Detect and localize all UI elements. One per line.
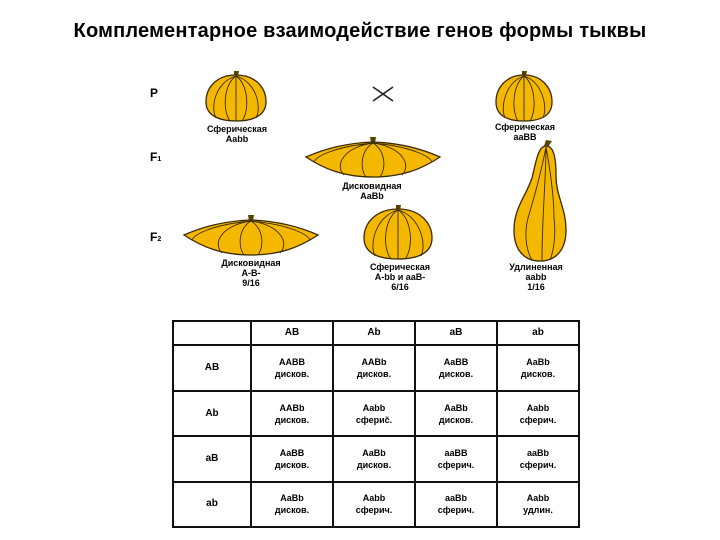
spherical-pumpkin-icon (205, 71, 267, 122)
spherical-pumpkin-icon (363, 205, 433, 260)
disc-pumpkin-icon (182, 215, 320, 256)
disc-pumpkin-icon (304, 137, 442, 178)
row-header: ab (172, 480, 252, 529)
generation-f2-label: F2 (150, 230, 162, 244)
col-header: Ab (332, 319, 416, 347)
elongated-pumpkin-icon (513, 140, 567, 262)
row-header: Ab (172, 389, 252, 438)
cross-icon (372, 86, 394, 102)
punnett-header-row: AB Ab aB ab (172, 319, 580, 347)
col-header: ab (496, 319, 580, 347)
col-header: AB (250, 319, 334, 347)
col-header: aB (414, 319, 498, 347)
spherical-pumpkin-icon (495, 71, 553, 122)
row-header: AB (172, 344, 252, 392)
generation-f1-label: F1 (150, 150, 162, 164)
punnett-corner-cell (172, 319, 252, 347)
generation-p-label: P (150, 86, 159, 100)
row-header: aB (172, 435, 252, 483)
page-title: Комплементарное взаимодействие генов фор… (73, 20, 647, 42)
